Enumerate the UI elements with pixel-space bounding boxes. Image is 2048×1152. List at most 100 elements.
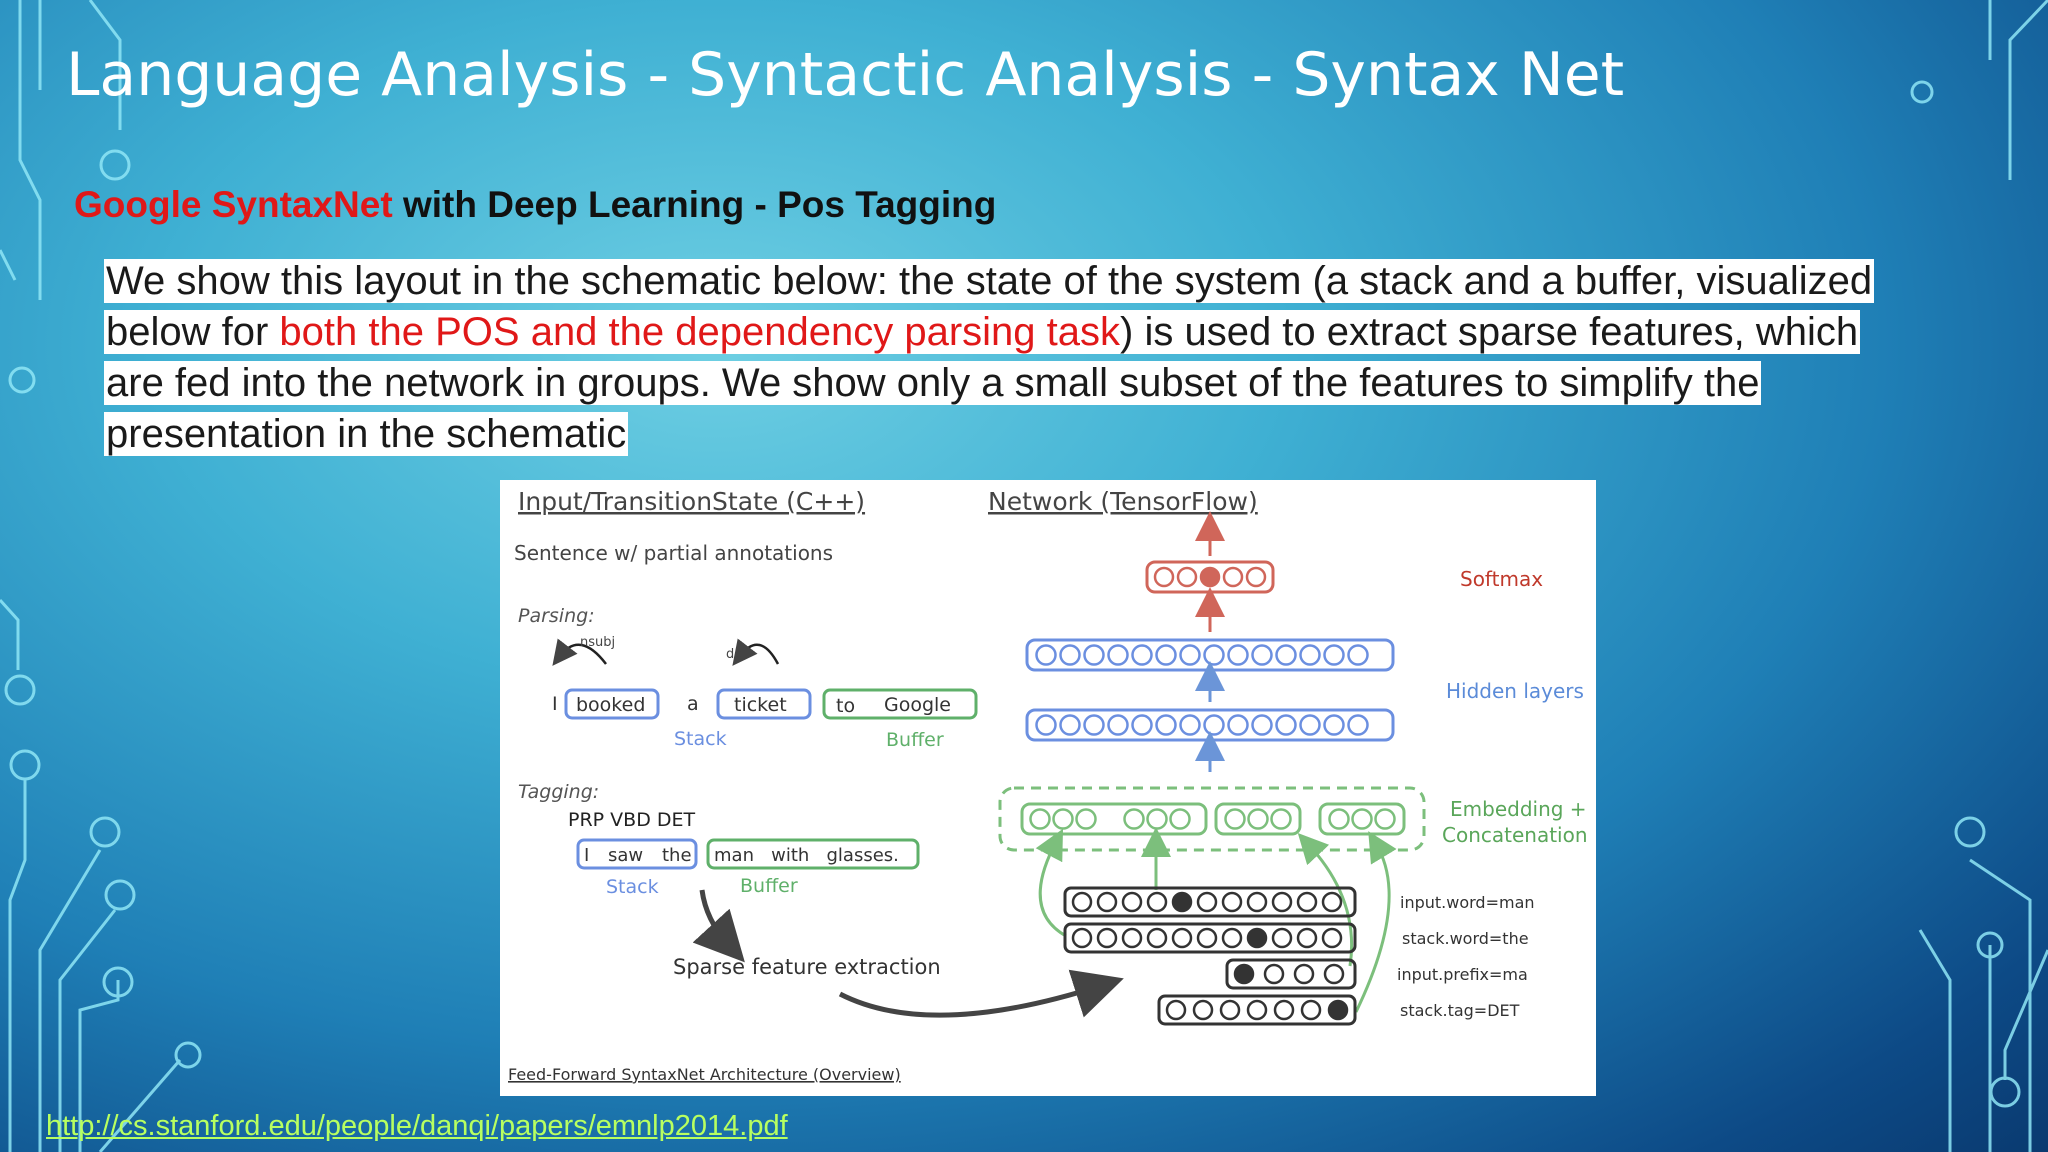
- hidden-node: [1227, 644, 1249, 666]
- slide-title: Language Analysis - Syntactic Analysis -…: [66, 40, 1625, 110]
- softmax-node: [1176, 566, 1198, 588]
- hidden-node: [1275, 714, 1297, 736]
- hidden-node: [1347, 644, 1369, 666]
- feature-label-4: stack.tag=DET: [1400, 1001, 1520, 1020]
- concatenation-label: Concatenation: [1442, 823, 1588, 847]
- feature-node: [1171, 927, 1193, 949]
- hidden-layers-label: Hidden layers: [1446, 679, 1584, 703]
- hidden-node: [1035, 644, 1057, 666]
- embedding-node: [1169, 808, 1191, 830]
- body-paragraph: We show this layout in the schematic bel…: [104, 256, 2004, 460]
- buffer-label-parsing: Buffer: [886, 729, 944, 751]
- embedding-node: [1075, 808, 1097, 830]
- feature-row-tag: [1165, 999, 1349, 1021]
- feature-node: [1146, 927, 1168, 949]
- softmax-label: Softmax: [1460, 567, 1543, 591]
- heading-input: Input/TransitionState (C++): [518, 487, 865, 516]
- feature-node: [1327, 999, 1349, 1021]
- word-ticket: ticket: [734, 694, 787, 716]
- feature-node: [1273, 999, 1295, 1021]
- embedding-node: [1029, 808, 1051, 830]
- hidden-node: [1299, 714, 1321, 736]
- sentence-label: Sentence w/ partial annotations: [514, 541, 833, 565]
- hidden-node: [1107, 644, 1129, 666]
- softmax-node: [1199, 566, 1221, 588]
- diagram-caption: Feed-Forward SyntaxNet Architecture (Ove…: [508, 1065, 901, 1084]
- tag-word-i: I: [584, 845, 589, 866]
- feature-label-3: input.prefix=ma: [1397, 965, 1528, 984]
- syntaxnet-diagram: Input/TransitionState (C++) Network (Ten…: [500, 480, 1596, 1096]
- subtitle-highlight: Google SyntaxNet: [74, 184, 393, 225]
- tag-buffer-words: man with glasses.: [714, 845, 899, 866]
- feature-node: [1171, 891, 1193, 913]
- feature-node: [1165, 999, 1187, 1021]
- feature-node: [1233, 963, 1255, 985]
- hidden-node: [1179, 714, 1201, 736]
- reference-link[interactable]: http://cs.stanford.edu/people/danqi/pape…: [46, 1110, 788, 1142]
- heading-network: Network (TensorFlow): [988, 487, 1258, 516]
- hidden-node: [1059, 644, 1081, 666]
- hidden-node: [1155, 714, 1177, 736]
- hidden-node: [1323, 714, 1345, 736]
- feature-node: [1271, 927, 1293, 949]
- embedding-label: Embedding +: [1450, 797, 1587, 821]
- feature-row-word: [1071, 891, 1343, 913]
- feature-node: [1263, 963, 1285, 985]
- tag-sequence: PRP VBD DET: [568, 809, 695, 831]
- embedding-node: [1146, 808, 1168, 830]
- hidden-node: [1347, 714, 1369, 736]
- sparse-extraction-label: Sparse feature extraction: [673, 955, 941, 979]
- hidden-node: [1035, 714, 1057, 736]
- softmax-node: [1245, 566, 1267, 588]
- subtitle-rest: with Deep Learning - Pos Tagging: [392, 184, 997, 225]
- tag-word-the: the: [662, 845, 692, 866]
- feature-node: [1246, 891, 1268, 913]
- feature-node: [1296, 891, 1318, 913]
- hidden-node: [1083, 714, 1105, 736]
- word-to: to: [836, 695, 855, 717]
- arc-det-label: det: [726, 647, 747, 662]
- embedding-node: [1328, 808, 1350, 830]
- feature-node: [1246, 927, 1268, 949]
- tag-word-saw: saw: [608, 845, 643, 866]
- paragraph-line-2a: below for: [106, 310, 280, 354]
- hidden-node: [1251, 644, 1273, 666]
- hidden-node: [1131, 644, 1153, 666]
- word-google: Google: [884, 694, 951, 716]
- tagging-label: Tagging:: [518, 781, 599, 803]
- feature-node: [1196, 891, 1218, 913]
- hidden-node: [1251, 714, 1273, 736]
- feature-node: [1321, 891, 1343, 913]
- paragraph-line-2b: ) is used to extract sparse features, wh…: [1120, 310, 1859, 354]
- hidden-node: [1299, 644, 1321, 666]
- feature-node: [1121, 927, 1143, 949]
- feature-node: [1071, 891, 1093, 913]
- hidden-node: [1107, 714, 1129, 736]
- feature-row-prefix: [1233, 963, 1345, 985]
- feature-node: [1221, 891, 1243, 913]
- feature-node: [1121, 891, 1143, 913]
- feature-node: [1196, 927, 1218, 949]
- hidden-node: [1227, 714, 1249, 736]
- softmax-node: [1222, 566, 1244, 588]
- hidden-node: [1323, 644, 1345, 666]
- feature-node: [1323, 963, 1345, 985]
- stack-label-parsing: Stack: [674, 728, 727, 750]
- feature-node: [1192, 999, 1214, 1021]
- hidden-node: [1059, 714, 1081, 736]
- feature-node: [1246, 999, 1268, 1021]
- word-booked: booked: [576, 694, 645, 716]
- hidden-layer-1: [1035, 644, 1369, 666]
- embedding-node: [1374, 808, 1396, 830]
- softmax-node: [1153, 566, 1175, 588]
- feature-node: [1219, 999, 1241, 1021]
- hidden-node: [1131, 714, 1153, 736]
- embedding-node: [1123, 808, 1145, 830]
- embedding-node: [1247, 808, 1269, 830]
- embedding-nodes: [1029, 808, 1396, 830]
- feature-node: [1300, 999, 1322, 1021]
- word-a: a: [687, 693, 699, 715]
- paragraph-line-3: are fed into the network in groups. We s…: [104, 361, 1762, 405]
- hidden-node: [1083, 644, 1105, 666]
